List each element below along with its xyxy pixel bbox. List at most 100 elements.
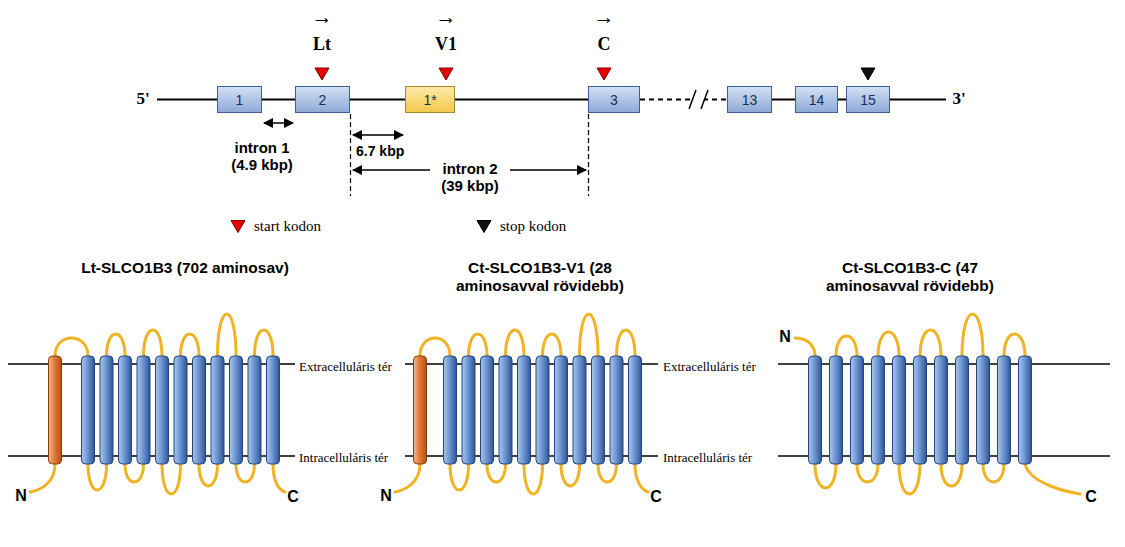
transmembrane-helix: [481, 356, 494, 464]
axis-break-gap: [692, 89, 705, 111]
protein-loop: [395, 464, 420, 492]
protein-loop: [487, 464, 506, 482]
reading-direction-arrow: →: [436, 5, 457, 30]
isoform-title: Lt-SLCO1B3 (702 aminosav): [81, 259, 289, 277]
transmembrane-helix: [1019, 356, 1032, 464]
transmembrane-helix: [914, 356, 927, 464]
gene-backbone-segment: [838, 99, 846, 101]
transmembrane-helix: [248, 356, 261, 464]
reading-direction-arrow: →: [594, 5, 615, 30]
start-site-label: Lt: [313, 34, 331, 55]
protein-loop: [255, 330, 274, 356]
protein-loop: [524, 464, 543, 494]
stop-codon-marker: [861, 68, 875, 80]
protein-loop: [983, 464, 1004, 482]
protein-loop: [941, 464, 962, 486]
protein-loop: [561, 464, 580, 486]
transmembrane-helix: [462, 356, 475, 464]
dimension-guide: [350, 114, 351, 196]
protein-topology: [8, 314, 1110, 494]
transmembrane-helix: [935, 356, 948, 464]
transmembrane-helix: [629, 356, 642, 464]
reading-direction-arrow: →: [312, 5, 333, 30]
start-site-label: Lt: [313, 34, 331, 55]
isoform-title: Ct-SLCO1B3-V1 (28 aminosavval rövidebb): [440, 259, 640, 295]
protein-loop: [962, 314, 983, 356]
axis-break-mark: [701, 90, 708, 109]
protein-loop: [199, 464, 218, 486]
start-site-label: V1: [435, 34, 457, 55]
stop-codon-swatch: [476, 219, 492, 233]
transmembrane-helix: [137, 356, 150, 464]
terminus-label: N: [779, 328, 791, 346]
terminus-label: C: [287, 488, 299, 506]
protein-loop: [1004, 334, 1025, 356]
exon-box: 13: [727, 86, 772, 113]
compartment-label: Extracelluláris tér: [299, 359, 392, 375]
transmembrane-helix: [977, 356, 990, 464]
strand-end-label: 3': [952, 89, 965, 109]
exon-number: 2: [319, 92, 327, 108]
transmembrane-helix: [573, 356, 586, 464]
gene-backbone-segment: [350, 99, 405, 101]
terminus-label: N: [779, 328, 791, 346]
transmembrane-helix: [956, 356, 969, 464]
terminus-label: C: [650, 488, 662, 506]
protein-loop: [107, 334, 126, 356]
protein-loop: [815, 464, 836, 488]
transmembrane-helix: [82, 356, 95, 464]
distance-label: 6.7 kbp: [356, 142, 404, 160]
transmembrane-helix: [610, 356, 623, 464]
transmembrane-helix: [267, 356, 280, 464]
protein-loop: [218, 314, 237, 356]
dimension-guide: [588, 114, 589, 196]
protein-loop: [273, 464, 285, 492]
exon-box: 14: [795, 86, 838, 113]
isoform-title: Ct-SLCO1B3-V1 (28 aminosavval rövidebb): [440, 259, 640, 295]
start-site-label: V1: [435, 34, 457, 55]
protein-loop: [1025, 464, 1080, 494]
compartment-label: Intracelluláris tér: [299, 450, 388, 466]
transmembrane-helix: [174, 356, 187, 464]
protein-loop: [236, 464, 255, 482]
protein-loop: [598, 464, 617, 482]
legend-entry: start kodon: [230, 218, 321, 235]
protein-loop: [162, 464, 181, 494]
transmembrane-helix: [156, 356, 169, 464]
transmembrane-helix: [499, 356, 512, 464]
protein-loop: [795, 338, 815, 356]
compartment-label: Intracelluláris tér: [299, 448, 388, 466]
transmembrane-helix: [830, 356, 843, 464]
strand-end-label: 5': [136, 89, 149, 109]
protein-loop: [635, 464, 648, 492]
transmembrane-helix: [193, 356, 206, 464]
compartment-label: Extracelluláris tér: [663, 357, 756, 375]
distance-label: 6.7 kbp: [356, 143, 404, 159]
terminus-label: C: [1085, 488, 1097, 506]
protein-loop: [450, 464, 469, 490]
gene-backbone-segment: [772, 99, 795, 101]
terminus-label: C: [650, 488, 662, 506]
transmembrane-helix: [872, 356, 885, 464]
isoform-title: Ct-SLCO1B3-C (47 aminosavval rövidebb): [810, 259, 1010, 295]
transmembrane-helix: [100, 356, 113, 464]
gene-backbone-segment: [262, 99, 295, 101]
protein-loop: [55, 338, 88, 356]
protein-loop: [181, 334, 200, 356]
exon-box: 2: [295, 86, 350, 113]
transmembrane-helix: [518, 356, 531, 464]
start-codon-marker: [315, 68, 329, 80]
terminus-label: C: [1085, 488, 1097, 506]
protein-loop: [617, 330, 636, 356]
exon-number: 3: [610, 92, 618, 108]
start-codon-marker: [597, 68, 611, 80]
intron-length-label: intron 2 (39 kbp): [430, 160, 510, 194]
exon-box: 3: [588, 86, 640, 113]
protein-panel: [395, 314, 658, 494]
exon-number: 14: [809, 92, 825, 108]
exon-number: 15: [860, 92, 876, 108]
